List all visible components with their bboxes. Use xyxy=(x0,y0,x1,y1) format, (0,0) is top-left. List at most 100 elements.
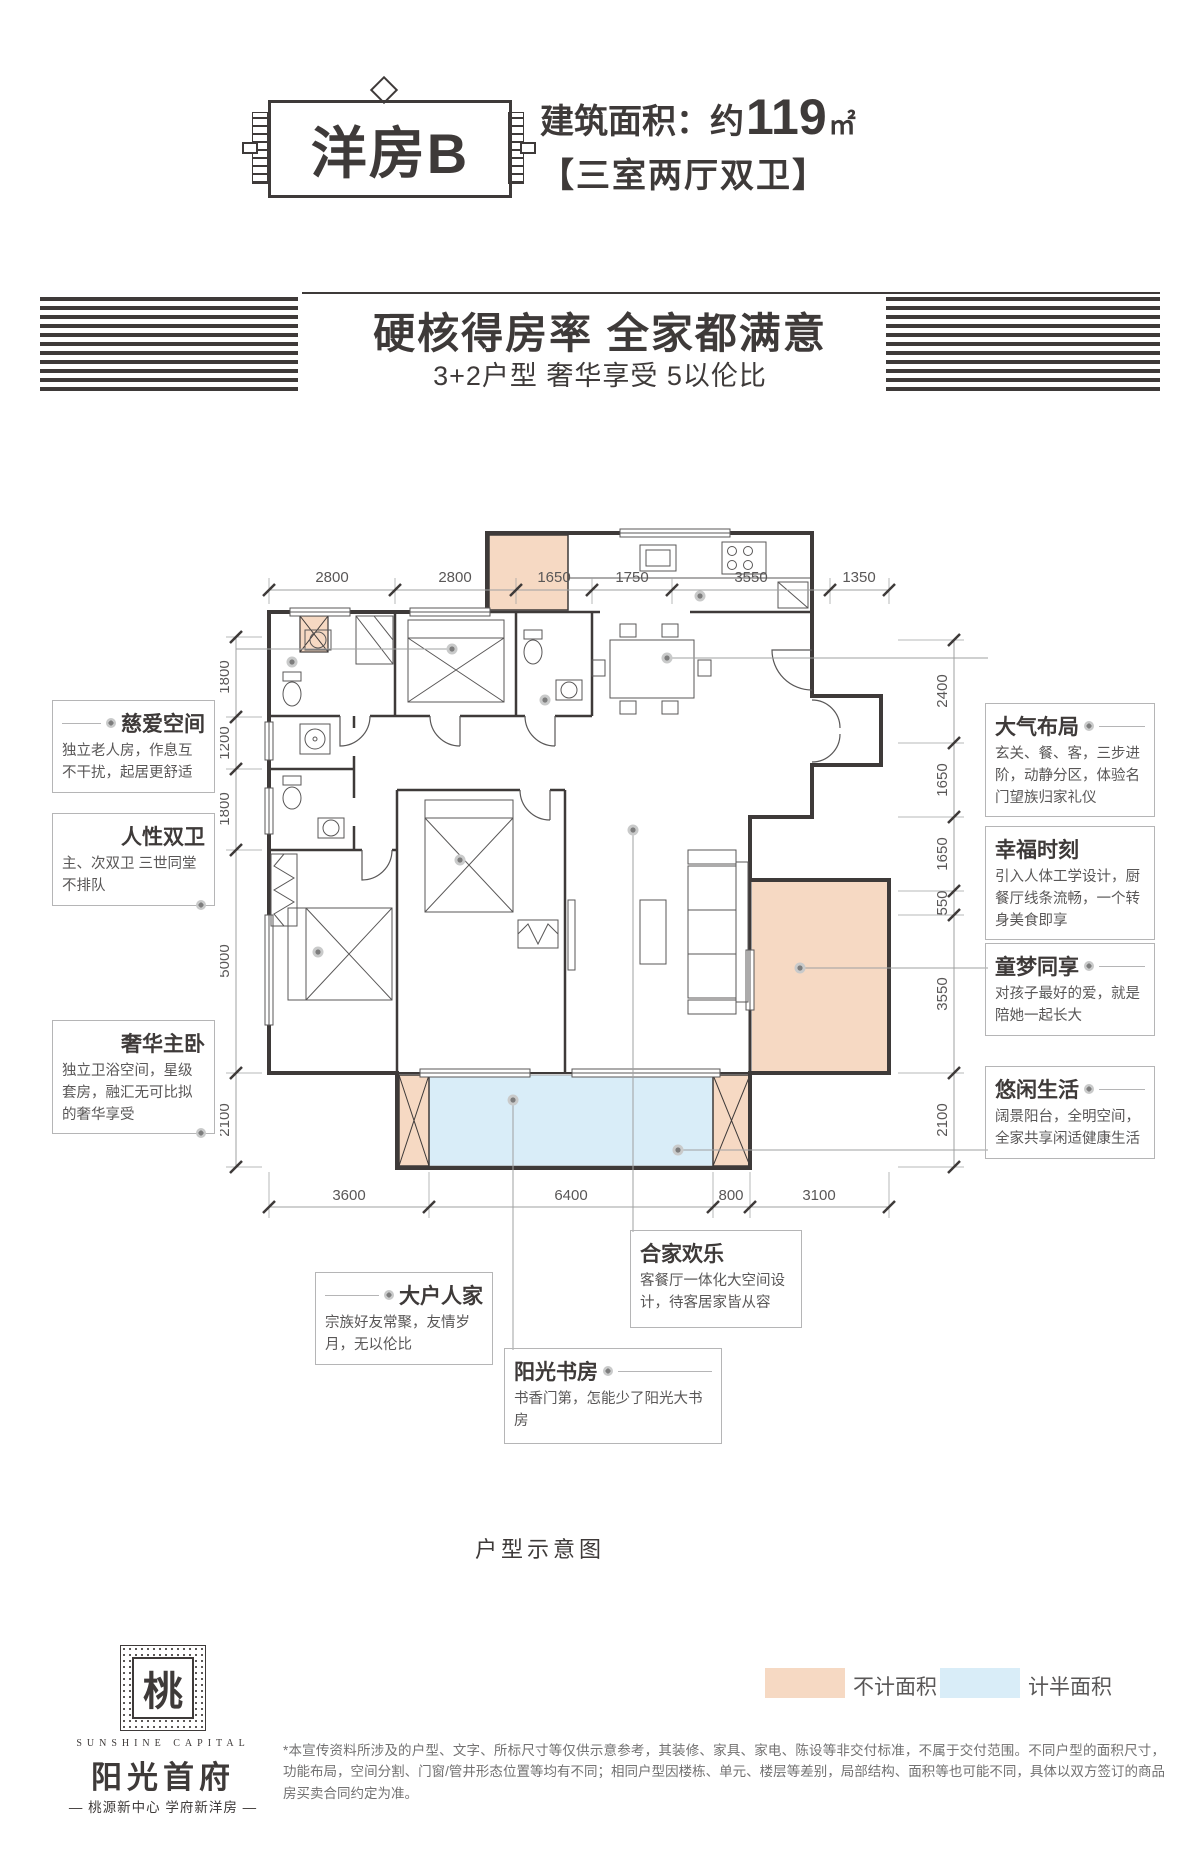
callout-happy-moment: 幸福时刻 引入人体工学设计，厨餐厅线条流畅，一个转身美食即享 xyxy=(985,826,1155,941)
dim-left-4: 5000 xyxy=(220,944,233,977)
leader-dot-icon xyxy=(603,1366,613,1376)
callout-title-row: 慈爱空间 xyxy=(62,708,205,738)
dim-top-1: 2800 xyxy=(315,569,348,586)
callout-title: 幸福时刻 xyxy=(995,839,1079,862)
banner-subtitle: 3+2户型 奢华享受 5以伦比 xyxy=(433,361,767,391)
brand-seal: 桃 xyxy=(120,1645,206,1731)
dim-left-3: 1800 xyxy=(220,792,233,825)
dim-right-6: 2100 xyxy=(934,1103,951,1136)
callout-body: 引入人体工学设计，厨餐厅线条流畅，一个转身美食即享 xyxy=(995,869,1140,929)
callout-family-joy: 合家欢乐 客餐厅一体化大空间设计，待客居家皆从容 xyxy=(630,1230,802,1328)
leader-dot-icon xyxy=(1084,1084,1094,1094)
callout-body: 主、次双卫 三世同堂不排队 xyxy=(62,856,197,894)
area-fills xyxy=(299,534,887,1167)
leader-line xyxy=(1099,965,1145,967)
leader-dot-icon xyxy=(196,899,206,910)
doors xyxy=(339,649,841,881)
dim-right-3: 1650 xyxy=(934,837,951,870)
dim-left-5: 2100 xyxy=(220,1103,233,1136)
balcony-column-right xyxy=(712,1074,751,1167)
area-label: 建筑面积：约 xyxy=(540,102,744,141)
dim-right-5: 3550 xyxy=(934,977,951,1010)
area-unit: ㎡ xyxy=(828,109,856,140)
plaque-right-tab xyxy=(520,142,536,154)
callout-title: 悠闲生活 xyxy=(995,1079,1079,1102)
legend-swatch-not-counted xyxy=(765,1668,845,1698)
dim-top-3: 1650 xyxy=(537,569,570,586)
leader-line xyxy=(325,1294,379,1296)
legend-label-not-counted: 不计面积 xyxy=(853,1676,937,1699)
callout-title: 童梦同享 xyxy=(995,956,1079,979)
dim-left-1: 1800 xyxy=(220,660,233,693)
callout-sunny-study: 阳光书房 书香门第，怎能少了阳光大书房 xyxy=(504,1348,722,1444)
dim-top-4: 1750 xyxy=(615,569,648,586)
leader-dot-icon xyxy=(384,1290,394,1300)
callout-title-row: 大气布局 xyxy=(995,711,1145,741)
area-value: 119 xyxy=(746,89,827,145)
floorplan-drawing: 2800 2800 1650 1750 3550 1350 3600 xyxy=(220,528,988,1350)
plan-caption: 户型示意图 xyxy=(474,1537,605,1562)
unit-name: 洋房B xyxy=(310,121,470,185)
master-bed xyxy=(270,853,393,1001)
dim-right-4: 550 xyxy=(934,890,951,915)
callout-title: 大气布局 xyxy=(995,716,1079,739)
legend-swatch-half-counted xyxy=(940,1668,1020,1698)
dimension-lines: 2800 2800 1650 1750 3550 1350 3600 xyxy=(220,569,964,1218)
porch-not-counted xyxy=(488,534,569,611)
callout-body: 宗族好友常聚，友情岁月，无以伦比 xyxy=(325,1315,470,1353)
dim-top-5: 3550 xyxy=(734,569,767,586)
area-line: 建筑面积：约 119 ㎡ xyxy=(540,89,856,145)
callout-title-row: 童梦同享 xyxy=(995,951,1145,981)
callout-title: 慈爱空间 xyxy=(121,713,205,736)
dim-left-2: 1200 xyxy=(220,726,233,759)
balcony-column-left xyxy=(398,1074,430,1167)
bath1-fixtures xyxy=(282,615,394,707)
callout-title-row: 大户人家 xyxy=(325,1280,483,1310)
dining-table xyxy=(591,623,712,715)
callout-body: 玄关、餐、客，三步进阶，动静分区，体验名门望族归家礼仪 xyxy=(995,746,1140,806)
dim-right-1: 2400 xyxy=(934,674,951,707)
kitchen-counter xyxy=(568,541,810,609)
callout-title-row: 阳光书房 xyxy=(514,1356,712,1386)
master-bath-fixtures xyxy=(282,723,345,839)
dim-bottom-1: 3600 xyxy=(332,1187,365,1204)
callout-master-suite: 奢华主卧 独立卫浴空间，星级套房，融汇无可比拟的奢华享受 xyxy=(52,1020,215,1139)
callout-body: 独立老人房，作息互不干扰，起居更舒适 xyxy=(62,743,193,781)
banner-rule xyxy=(302,292,1160,294)
layout-spec: 【三室两厅双卫】 xyxy=(540,157,828,195)
brand-name-en: SUNSHINE CAPITAL xyxy=(76,1738,250,1749)
dim-bottom-2: 6400 xyxy=(554,1187,587,1204)
leader-dot-icon xyxy=(1084,961,1094,971)
callout-body: 客餐厅一体化大空间设计，待客居家皆从容 xyxy=(640,1273,785,1311)
dim-bottom-4: 3100 xyxy=(802,1187,835,1204)
callout-title: 合家欢乐 xyxy=(640,1243,724,1266)
seal-character: 桃 xyxy=(132,1657,194,1719)
leader-dot-icon xyxy=(196,1128,206,1139)
callout-leisure-life: 悠闲生活 阔景阳台，全明空间，全家共享闲适健康生活 xyxy=(985,1066,1155,1159)
callout-body: 书香门第，怎能少了阳光大书房 xyxy=(514,1391,703,1429)
balcony-half-counted xyxy=(428,1074,714,1167)
callout-grand-layout: 大气布局 玄关、餐、客，三步进阶，动静分区，体验名门望族归家礼仪 xyxy=(985,703,1155,818)
dim-top-6: 1350 xyxy=(842,569,875,586)
plaque-left-tab xyxy=(242,142,258,154)
callout-title: 人性双卫 xyxy=(121,826,205,849)
dim-right-2: 1650 xyxy=(934,763,951,796)
unit-plaque: 洋房B xyxy=(268,100,512,198)
callout-title: 大户人家 xyxy=(399,1285,483,1308)
elder-bed xyxy=(407,619,505,703)
leader-dot-icon xyxy=(106,718,116,728)
callout-title-row: 合家欢乐 xyxy=(640,1238,792,1268)
center-bed xyxy=(424,799,559,949)
callout-child-dream: 童梦同享 对孩子最好的爱，就是陪她一起长大 xyxy=(985,943,1155,1036)
banner-title: 硬核得房率 全家都满意 xyxy=(373,310,827,357)
callout-big-family: 大户人家 宗族好友常聚，友情岁月，无以伦比 xyxy=(315,1272,493,1365)
banner-stripes-right xyxy=(886,297,1160,391)
disclaimer-text: *本宣传资料所涉及的户型、文字、所标尺寸等仅供示意参考，其装修、家具、家电、陈设… xyxy=(283,1743,1165,1801)
leader-line xyxy=(1099,725,1145,727)
callout-elder-space: 慈爱空间 独立老人房，作息互不干扰，起居更舒适 xyxy=(52,700,215,793)
entry-door xyxy=(771,649,813,691)
banner-stripes-left xyxy=(40,297,298,391)
dim-bottom-3: 800 xyxy=(718,1187,743,1204)
callout-title-row: 幸福时刻 xyxy=(995,834,1145,864)
